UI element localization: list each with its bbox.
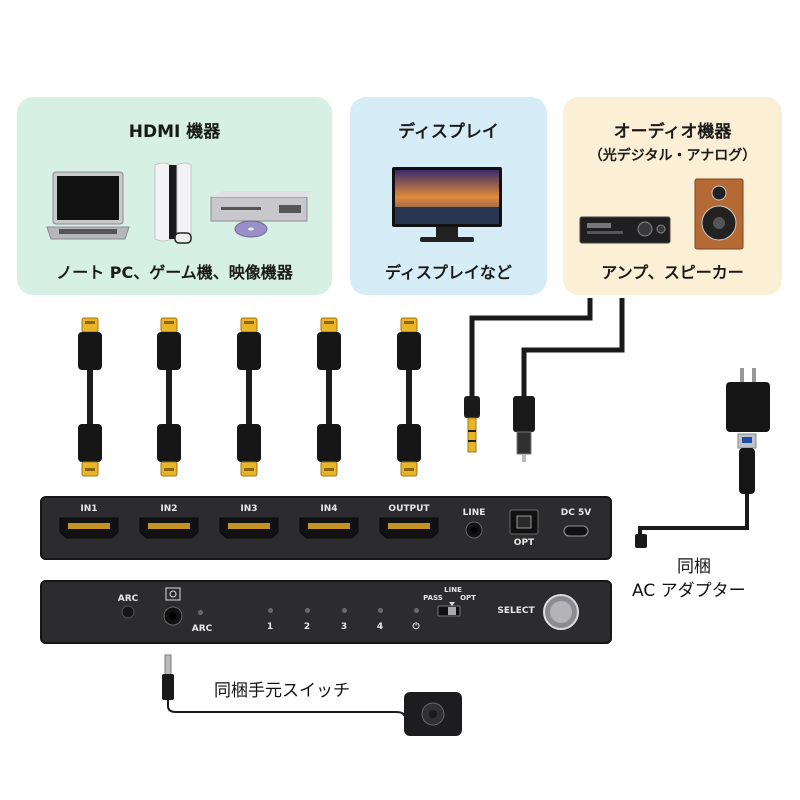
dc-port-label: DC 5V — [560, 508, 592, 518]
arc-led-label: ARC — [191, 624, 213, 634]
hdmi-panel-caption: ノート PC、ゲーム機、映像機器 — [56, 263, 293, 282]
led-2 — [305, 608, 310, 613]
rear-panel: IN1 IN2 IN3 IN4 OUTPUT LINE OPT DC 5V — [40, 496, 612, 560]
amplifier-icon — [579, 216, 671, 244]
hdmi-cable-3 — [236, 317, 262, 477]
optical-audio-cable — [521, 298, 625, 398]
game-console-icon — [154, 162, 192, 244]
led-arc — [198, 610, 203, 615]
switch-pass-label: PASS — [423, 594, 443, 602]
ac-adapter-note-line1: 同梱 — [677, 557, 711, 577]
ac-adapter-icon — [635, 368, 770, 548]
hdmi-cable-5 — [396, 317, 422, 477]
port-label-output: OUTPUT — [388, 504, 430, 514]
led-4 — [378, 608, 383, 613]
audio-panel-caption: アンプ、スピーカー — [601, 263, 744, 282]
monitor-icon — [392, 167, 502, 242]
led-label-3: 3 — [340, 622, 348, 632]
display-panel-caption: ディスプレイなど — [385, 263, 512, 282]
led-label-4: 4 — [376, 622, 384, 632]
video-player-icon — [210, 191, 311, 238]
port-label-in3: IN3 — [240, 504, 258, 514]
laptop-icon — [46, 171, 130, 240]
led-label-1: 1 — [266, 622, 274, 632]
led-1 — [268, 608, 273, 613]
hdmi-devices-panel: HDMI 機器 ノート PC、ゲーム機、映像機器 — [17, 97, 332, 295]
led-3 — [342, 608, 347, 613]
hdmi-cable-1 — [77, 317, 103, 477]
front-panel: ARC ARC 1 2 3 4 ⏻ LINE PASS OPT SELECT — [40, 580, 612, 644]
led-power — [414, 608, 419, 613]
hdmi-panel-title: HDMI 機器 — [128, 122, 221, 142]
arc-button-label: ARC — [117, 594, 139, 604]
audio-devices-panel: オーディオ機器 （光デジタル・アナログ） アンプ、スピーカー — [563, 97, 782, 295]
opt-port-label: OPT — [513, 538, 535, 548]
port-label-in1: IN1 — [80, 504, 98, 514]
display-panel: ディスプレイ ディスプレイなど — [350, 97, 547, 295]
hdmi-cable-2 — [156, 317, 182, 477]
hdmi-cable-4 — [316, 317, 342, 477]
remote-switch-note: 同梱手元スイッチ — [214, 681, 350, 701]
led-label-power: ⏻ — [412, 622, 420, 632]
analog-audio-cable — [469, 298, 593, 398]
select-label: SELECT — [497, 606, 535, 616]
audio-panel-title: オーディオ機器 — [613, 122, 732, 142]
ac-adapter-note-line2: AC アダプター — [632, 581, 746, 601]
remote-cable — [167, 700, 405, 717]
line-port-label: LINE — [462, 508, 486, 518]
switch-line-label: LINE — [444, 586, 462, 594]
display-panel-title: ディスプレイ — [398, 122, 499, 142]
port-label-in2: IN2 — [160, 504, 178, 514]
port-label-in4: IN4 — [320, 504, 338, 514]
remote-switch-icon — [404, 692, 462, 736]
switch-opt-label: OPT — [460, 594, 476, 602]
audio-panel-subtitle: （光デジタル・アナログ） — [588, 148, 757, 164]
led-label-2: 2 — [303, 622, 311, 632]
speaker-icon — [694, 178, 744, 250]
